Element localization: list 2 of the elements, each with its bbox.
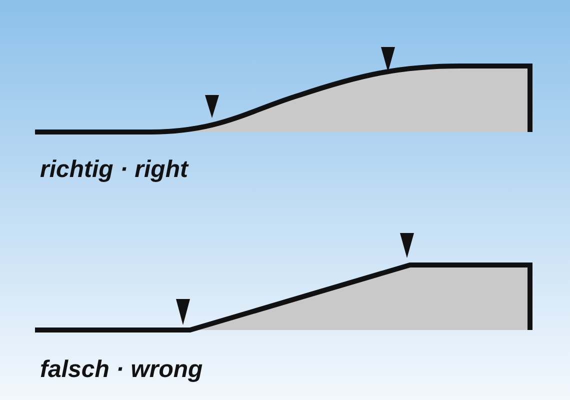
caption-text: falsch · wrong: [40, 358, 203, 382]
caption-text: richtig · right: [40, 158, 188, 182]
